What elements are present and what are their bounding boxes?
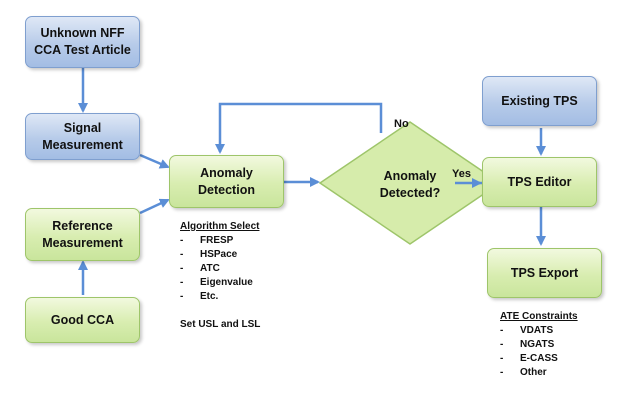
signal-measurement-node: Signal Measurement (25, 113, 140, 160)
algorithm-select-title: Algorithm Select (180, 221, 260, 232)
ate-constraints-title: ATE Constraints (500, 311, 578, 322)
tps-export-node: TPS Export (487, 248, 602, 298)
ate-item: E-CASS (500, 352, 578, 366)
algorithm-item: Eigenvalue (180, 276, 260, 290)
ate-item: VDATS (500, 324, 578, 338)
anomaly-detection-node: Anomaly Detection (169, 155, 284, 208)
arrow-no-loop (215, 102, 383, 154)
set-usl-lsl-text: Set USL and LSL (180, 319, 261, 330)
ate-item: NGATS (500, 338, 578, 352)
algorithm-item: FRESP (180, 234, 260, 248)
arrow-signal-to-detection (139, 153, 170, 169)
decision-diamond (318, 121, 502, 245)
no-edge-label: No (394, 118, 409, 130)
arrow-reference-to-detection (139, 198, 170, 215)
reference-measurement-node: Reference Measurement (25, 208, 140, 261)
algorithm-item: Etc. (180, 290, 260, 304)
good-cca-node: Good CCA (25, 297, 140, 343)
anomaly-detected-label: Anomaly Detected? (379, 169, 441, 200)
algorithm-item: HSPace (180, 248, 260, 262)
unknown-nff-cca-node: Unknown NFF CCA Test Article (25, 16, 140, 68)
algorithm-item: ATC (180, 262, 260, 276)
ate-item: Other (500, 366, 578, 380)
existing-tps-node: Existing TPS (482, 76, 597, 126)
yes-edge-label: Yes (452, 168, 471, 180)
tps-editor-node: TPS Editor (482, 157, 597, 207)
ate-constraints-note: ATE Constraints VDATS NGATS E-CASS Other (500, 310, 578, 380)
algorithm-select-note: Algorithm Select FRESP HSPace ATC Eigenv… (180, 220, 260, 332)
